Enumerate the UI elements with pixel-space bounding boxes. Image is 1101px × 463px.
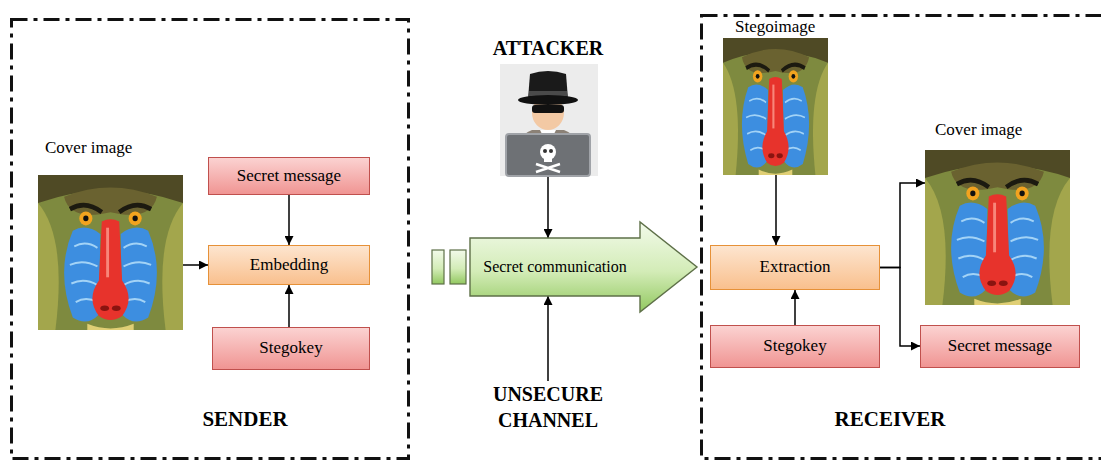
connector <box>880 183 925 268</box>
node-label: Stegokey <box>259 338 322 358</box>
connector <box>547 296 549 381</box>
process-box: Embedding <box>208 245 370 285</box>
connector <box>288 195 290 245</box>
data-box: Stegokey <box>710 325 880 368</box>
node-label: UNSECURE CHANNEL <box>478 381 618 433</box>
process-box: Extraction <box>710 245 880 290</box>
cover-image-picture <box>925 150 1070 305</box>
region-frame: RECEIVER StegoimageExtractionStegokey Cove… <box>700 14 1101 460</box>
cover-image-picture <box>38 175 183 330</box>
attacker-illustration <box>500 64 598 176</box>
data-box: Stegokey <box>212 327 370 370</box>
node-label: Extraction <box>760 257 831 277</box>
text-node: UNSECURE CHANNEL <box>478 381 618 433</box>
connector <box>794 290 796 325</box>
attacker-node: ATTACKER <box>473 36 623 177</box>
connector <box>183 264 208 266</box>
data-box: Secret message <box>208 157 370 195</box>
node-label: Secret communication <box>483 257 627 276</box>
node-label: Cover image <box>935 120 1022 140</box>
image-node: Stegoimage <box>723 17 828 175</box>
connector <box>547 177 549 238</box>
node-label: Secret message <box>237 166 341 186</box>
connector <box>288 285 290 327</box>
node-label: Cover image <box>45 138 132 158</box>
node-label: Secret message <box>948 336 1052 356</box>
channel-arrow: Secret communication <box>470 238 640 296</box>
node-label: Stegoimage <box>735 17 815 37</box>
node-label: SENDER <box>202 407 287 432</box>
dash-dot-outline <box>10 18 410 460</box>
node-label: Stegokey <box>763 336 826 356</box>
data-box: Secret message <box>920 325 1080 368</box>
node-label: RECEIVER <box>835 407 946 432</box>
connector <box>775 175 777 245</box>
region-frame: SENDER Cover imageSecret messageEmbedding… <box>10 18 410 460</box>
image-node: Cover image <box>38 138 183 330</box>
connector <box>880 268 920 347</box>
stego-image-picture <box>723 38 828 175</box>
node-label: Embedding <box>250 255 328 275</box>
image-node: Cover image <box>925 120 1070 305</box>
dash-dot-outline <box>700 14 1101 460</box>
node-label: ATTACKER <box>493 36 603 60</box>
